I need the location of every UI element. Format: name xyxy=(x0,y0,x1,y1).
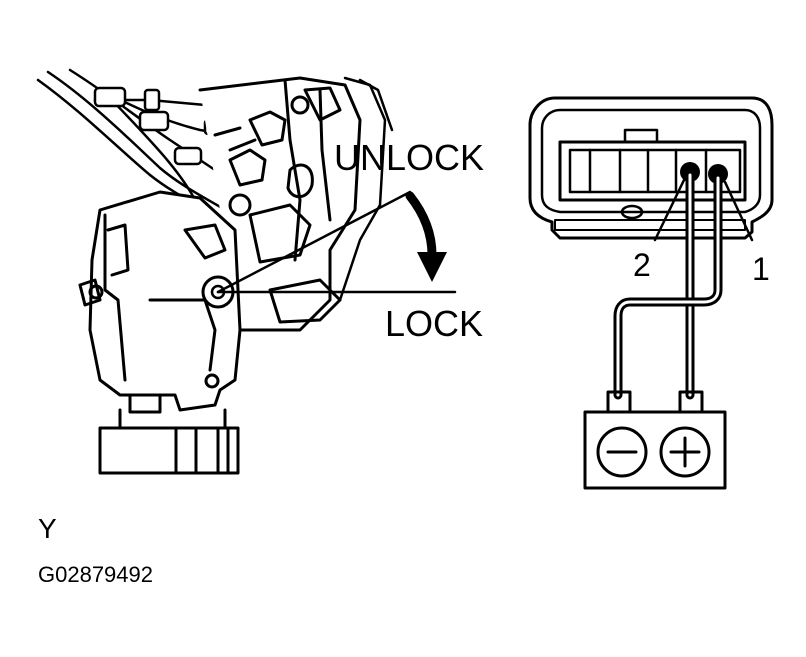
rotation-arrow xyxy=(405,191,447,282)
test-leads xyxy=(613,170,723,400)
terminal-2-label: 2 xyxy=(633,247,651,283)
positive-terminal-icon xyxy=(659,426,711,478)
terminal-1-label: 1 xyxy=(752,251,770,287)
cable-plugs xyxy=(93,86,229,166)
door-panel-edge xyxy=(338,76,394,302)
lock-lever xyxy=(201,190,457,309)
battery-body xyxy=(583,410,727,490)
unlock-label: UNLOCK xyxy=(334,137,484,178)
door-lock-actuator xyxy=(36,68,457,475)
actuator-connector-face xyxy=(528,96,774,240)
view-letter: Y xyxy=(38,513,57,544)
lock-label: LOCK xyxy=(385,303,483,344)
lock-mechanism xyxy=(198,76,362,332)
terminal-leaders xyxy=(653,178,754,242)
negative-terminal-icon xyxy=(596,426,648,478)
actuator-housing xyxy=(78,190,242,414)
figure-code: G02879492 xyxy=(38,562,153,587)
battery xyxy=(583,390,727,490)
actuator-connector xyxy=(98,408,240,475)
